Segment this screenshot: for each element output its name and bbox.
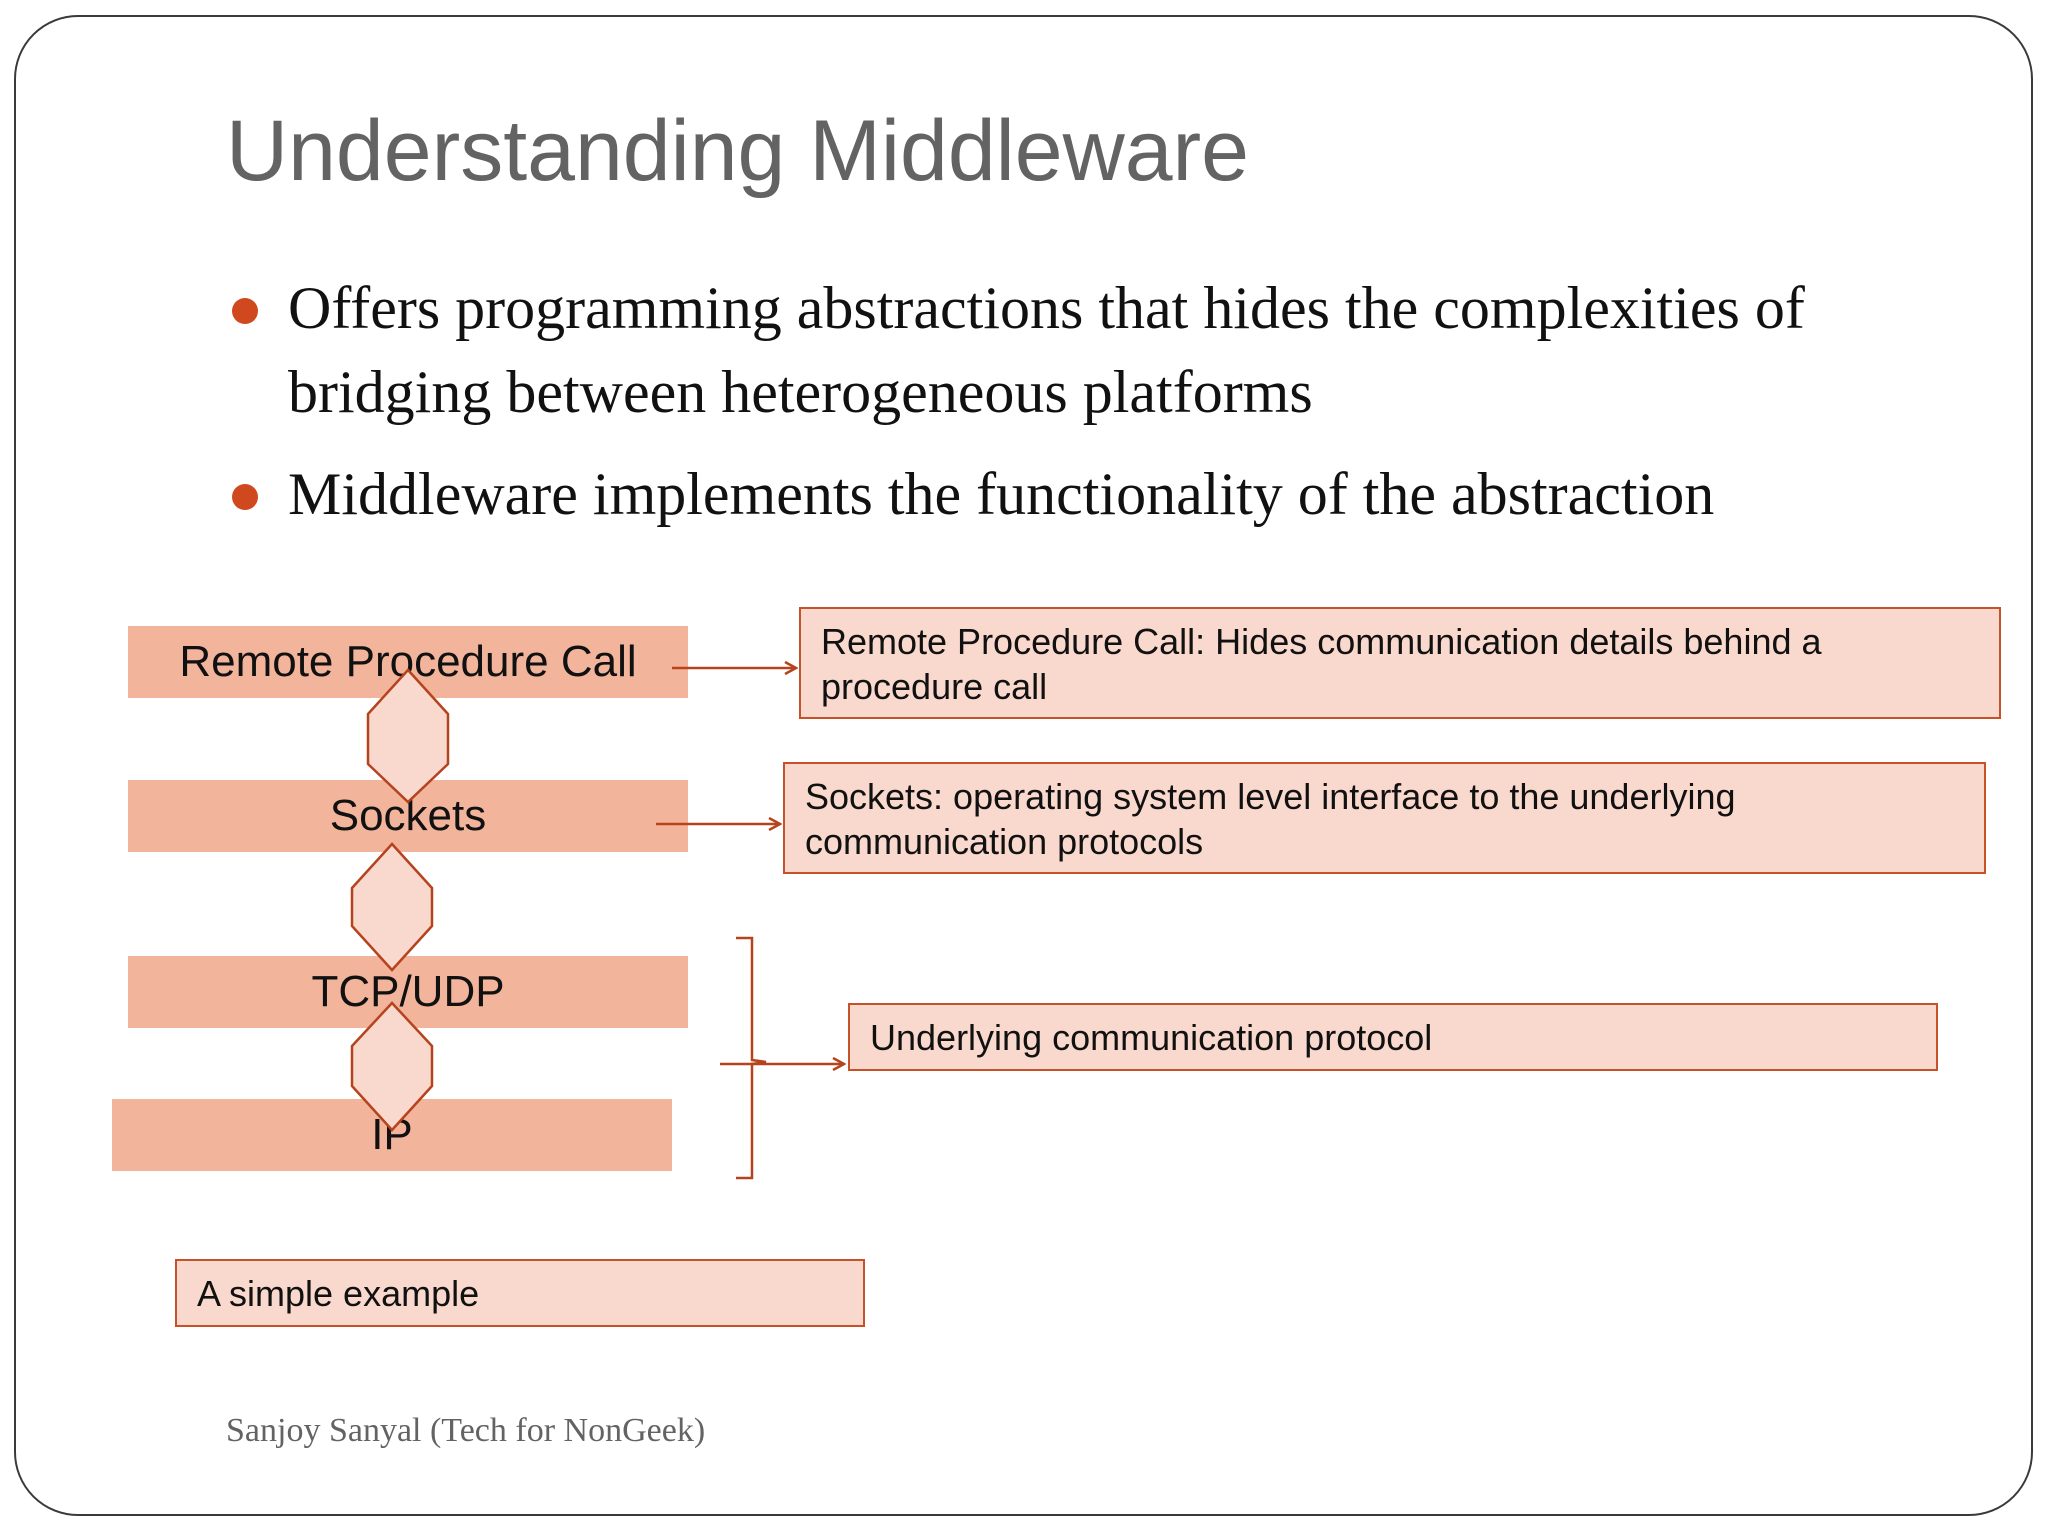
layer-label: IP xyxy=(371,1110,413,1159)
callout-rpc: Remote Procedure Call: Hides communicati… xyxy=(799,607,2001,719)
bullet-item: Middleware implements the functionality … xyxy=(226,452,1966,536)
slide-title: Understanding Middleware xyxy=(226,103,1250,199)
layer-tcp-udp: TCP/UDP xyxy=(128,956,688,1028)
bullet-dot-icon xyxy=(232,298,258,324)
callout-protocol: Underlying communication protocol xyxy=(848,1003,1938,1071)
layer-label: Sockets xyxy=(329,791,487,840)
bullet-dot-icon xyxy=(232,484,258,510)
bullet-text: Middleware implements the functionality … xyxy=(288,461,1715,527)
bullet-list: Offers programming abstractions that hid… xyxy=(226,266,1966,554)
layer-rpc: Remote Procedure Call xyxy=(128,626,688,698)
callout-text: Sockets: operating system level interfac… xyxy=(805,776,1736,862)
callout-example: A simple example xyxy=(175,1259,865,1327)
callout-text: Remote Procedure Call: Hides communicati… xyxy=(821,621,1822,707)
bullet-item: Offers programming abstractions that hid… xyxy=(226,266,1966,434)
callout-sockets: Sockets: operating system level interfac… xyxy=(783,762,1986,874)
layer-ip: IP xyxy=(112,1099,672,1171)
layer-label: TCP/UDP xyxy=(311,967,505,1016)
layer-label: Remote Procedure Call xyxy=(179,637,637,686)
footer-credit: Sanjoy Sanyal (Tech for NonGeek) xyxy=(226,1412,706,1449)
layer-sockets: Sockets xyxy=(128,780,688,852)
callout-text: Underlying communication protocol xyxy=(870,1017,1433,1058)
bullet-text: Offers programming abstractions that hid… xyxy=(288,275,1805,425)
callout-text: A simple example xyxy=(197,1273,480,1314)
